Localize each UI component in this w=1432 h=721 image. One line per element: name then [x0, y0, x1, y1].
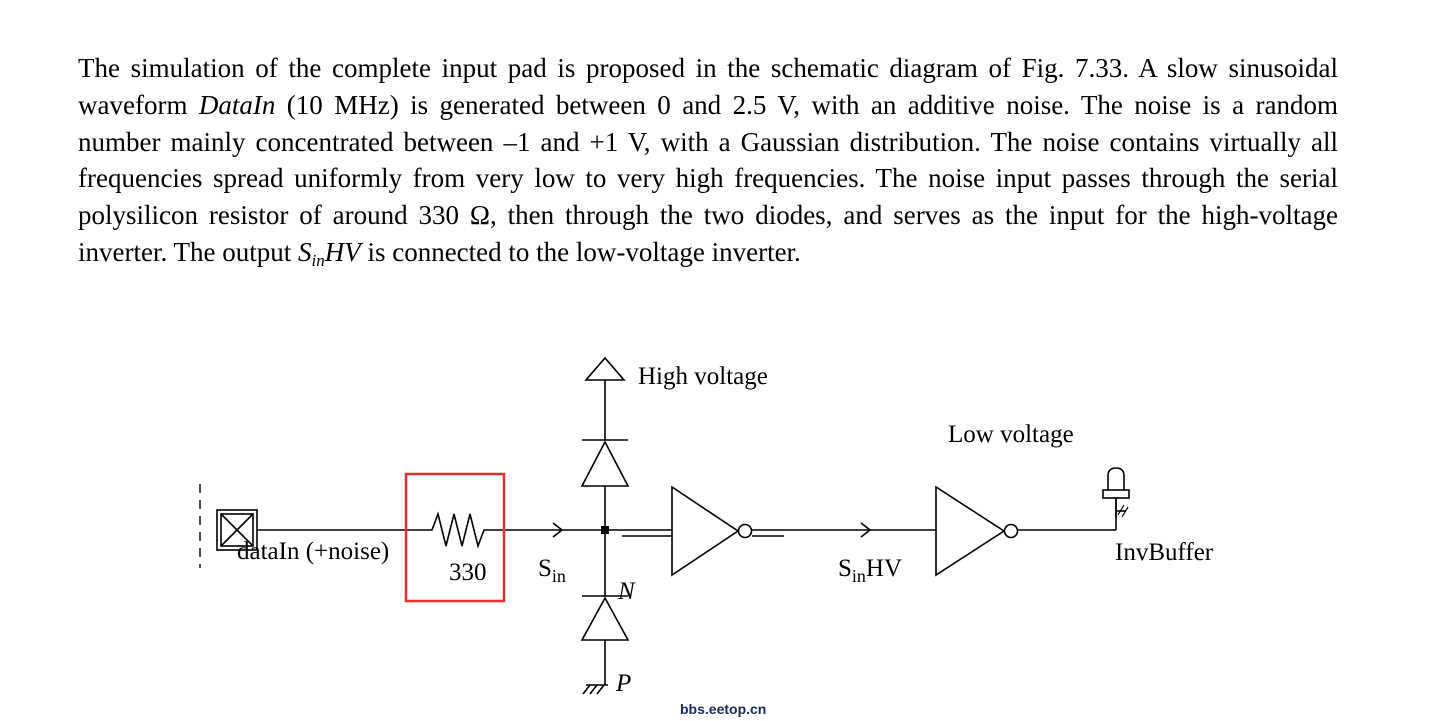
node-n-label: N	[617, 578, 636, 605]
resistor-icon	[425, 511, 605, 549]
arrow-sinhv-icon	[860, 522, 872, 538]
sinhv-s: S	[297, 236, 312, 267]
text-run: is connected to the low-voltage inverter…	[360, 236, 801, 267]
watermark-text: bbs.eetop.cn	[680, 701, 766, 717]
ground-icon	[582, 684, 608, 695]
sinhv-label: SinHV	[838, 555, 902, 586]
sin-label: Sin	[538, 555, 566, 586]
input-pad-icon	[216, 509, 258, 551]
datain-label: dataIn (+noise)	[237, 538, 389, 565]
sinhv-hv: HV	[324, 236, 361, 267]
high-voltage-supply-icon	[584, 356, 626, 381]
invbuffer-label: InvBuffer	[1115, 539, 1214, 566]
low-voltage-inverter-icon	[935, 485, 1019, 577]
text-run: (10 MHz) is generated between 0 and 2.5 …	[78, 89, 1338, 267]
resistor-highlight-box	[404, 472, 506, 603]
arrow-sin-icon	[552, 522, 564, 538]
sin-s: S	[538, 555, 552, 582]
node-p-label: P	[615, 670, 631, 697]
high-voltage-inverter-icon	[671, 485, 753, 577]
sinhv-s: S	[838, 555, 852, 582]
top-diode-icon	[580, 439, 630, 487]
output-pad-icon	[1102, 467, 1130, 530]
text-run: The simulation of the complete input pad…	[78, 53, 1338, 120]
sinhv-sub: in	[311, 250, 325, 270]
datain-italic: DataIn	[198, 89, 276, 120]
high-voltage-label: High voltage	[638, 363, 768, 390]
body-paragraph: The simulation of the complete input pad…	[78, 50, 1338, 271]
sinhv-sub: in	[852, 566, 866, 586]
low-voltage-label: Low voltage	[948, 421, 1074, 448]
sin-sub: in	[552, 566, 566, 586]
sinhv-italic: SinHV	[297, 236, 361, 270]
resistor-value-label: 330	[449, 559, 487, 586]
sinhv-hv: HV	[866, 555, 902, 582]
